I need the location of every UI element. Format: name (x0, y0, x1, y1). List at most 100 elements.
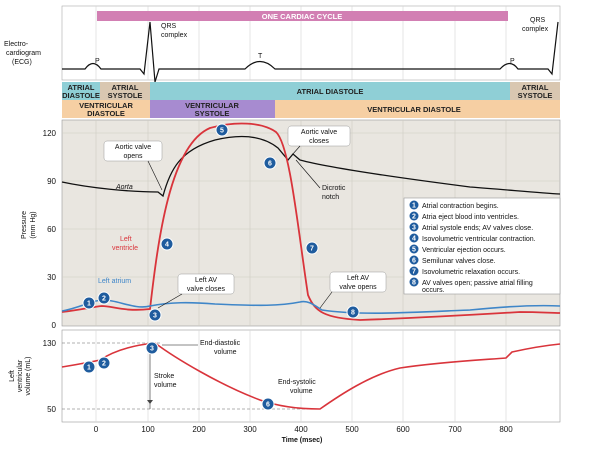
stroke-volume-arrow-down (147, 400, 153, 404)
key-list: 1 Atrial contraction begins. 2 Atria eje… (409, 200, 536, 294)
key-item-8a: AV valves open; passive atrial filling (422, 280, 533, 287)
time-tick-100: 100 (141, 425, 155, 434)
dicrotic-2: notch (322, 194, 339, 201)
key-item-8b: occurs. (422, 287, 445, 294)
pressure-axis-label-2: (mm Hg) (30, 211, 37, 238)
pressure-markers: 1 2 3 4 5 6 7 8 (82, 123, 360, 322)
aortic-opens-pointer (147, 160, 163, 191)
key-item-6: Semilunar valves close. (422, 258, 496, 265)
key-item-5: Ventricular ejection occurs. (422, 247, 506, 254)
dicrotic-pointer (295, 159, 321, 189)
av-closes-1: Left AV (195, 277, 217, 284)
key-box (403, 197, 561, 295)
marker-4: 4 (165, 242, 169, 249)
pressure-tick-30: 30 (47, 273, 56, 282)
key-num-8: 8 (412, 280, 416, 287)
volume-curve (61, 342, 561, 410)
av-opens-pointer (319, 291, 333, 309)
key-item-3: Atrial systole ends; AV valves close. (422, 225, 533, 232)
edv-label-1: End-diastolic (200, 340, 241, 347)
volume-axis-label-3: volume (mL) (25, 357, 32, 396)
volume-axis-label-1: Left (9, 370, 16, 382)
vent-systole-2: SYSTOLE (195, 109, 230, 118)
av-opens-callout (329, 271, 387, 293)
vol-marker-1: 1 (87, 365, 91, 372)
vent-diastole-a-2: DIASTOLE (87, 109, 125, 118)
aortic-opens-1: Aortic valve (115, 144, 151, 151)
atrial-diastole-bar-a (62, 82, 100, 100)
volume-tick-50: 50 (47, 405, 56, 414)
marker-2: 2 (102, 296, 106, 303)
atrial-diastole-a-1: ATRIAL (68, 83, 95, 92)
time-tick-500: 500 (345, 425, 359, 434)
atrial-systole-a-2: SYSTOLE (108, 91, 143, 100)
pressure-axis-label-1: Pressure (21, 211, 28, 239)
key-num-7: 7 (412, 269, 416, 276)
ecg-p2-label: P (510, 58, 515, 65)
vent-systole-1: VENTRICULAR (185, 101, 239, 110)
atrial-systole-b-1: ATRIAL (522, 83, 549, 92)
time-tick-600: 600 (396, 425, 410, 434)
sv-label-1: Stroke (154, 373, 174, 380)
vent-diastole-a-1: VENTRICULAR (79, 101, 133, 110)
av-closes-2: valve closes (187, 286, 226, 293)
ecg-t-label: T (258, 53, 263, 60)
aortic-opens-callout (103, 140, 163, 162)
ecg-label-1: Electro- (4, 41, 29, 48)
left-ventricle-curve (61, 122, 561, 321)
atrial-systole-b-2: SYSTOLE (518, 91, 553, 100)
key-item-7: Isovolumetric relaxation occurs. (422, 269, 520, 276)
aorta-label: Aorta (115, 184, 133, 191)
esv-label-2: volume (290, 388, 313, 395)
pressure-tick-90: 90 (47, 177, 56, 186)
dicrotic-1: Dicrotic (322, 185, 346, 192)
volume-axis-label-2: ventricular (17, 359, 24, 392)
cycle-label: ONE CARDIAC CYCLE (262, 12, 342, 21)
aortic-closes-pointer (291, 145, 301, 156)
ecg-p-label: P (95, 58, 100, 65)
qrs-label-2: complex (161, 32, 188, 39)
time-axis-label: Time (msec) (282, 437, 323, 444)
av-closes-callout (177, 273, 235, 295)
cycle-bar (97, 11, 508, 21)
marker-6: 6 (268, 161, 272, 168)
av-opens-1: Left AV (347, 275, 369, 282)
key-num-5: 5 (412, 247, 416, 254)
vol-marker-3: 3 (150, 346, 154, 353)
marker-7: 7 (310, 246, 314, 253)
pressure-tick-120: 120 (43, 129, 57, 138)
sv-label-2: volume (154, 382, 177, 389)
volume-gridlines (95, 330, 507, 422)
key-item-1: Atrial contraction begins. (422, 203, 499, 210)
atrial-systole-a-1: ATRIAL (112, 83, 139, 92)
key-num-1: 1 (412, 203, 416, 210)
aortic-closes-2: closes (309, 138, 329, 145)
key-num-6: 6 (412, 258, 416, 265)
aortic-opens-2: opens (123, 153, 143, 160)
time-tick-400: 400 (294, 425, 308, 434)
marker-8: 8 (351, 310, 355, 317)
vent-systole-bar (150, 100, 275, 118)
time-tick-700: 700 (448, 425, 462, 434)
atrial-diastole-a-2: DIASTOLE (62, 91, 100, 100)
time-tick-200: 200 (192, 425, 206, 434)
left-ventricle-label-2: ventricle (112, 245, 138, 252)
av-opens-2: valve opens (339, 284, 377, 291)
key-item-4: Isovolumetric ventricular contraction. (422, 236, 536, 243)
volume-tick-130: 130 (43, 339, 57, 348)
time-tick-0: 0 (94, 425, 99, 434)
aortic-closes-callout (287, 125, 351, 147)
vent-diastole-bar-a (62, 100, 150, 118)
time-tick-300: 300 (243, 425, 257, 434)
edv-label-2: volume (214, 349, 237, 356)
qrs-label-1: QRS (161, 23, 177, 30)
qrs2-label-1: QRS (530, 17, 546, 24)
time-tick-800: 800 (499, 425, 513, 434)
key-num-2: 2 (412, 214, 416, 221)
ecg-label-2: cardiogram (6, 50, 41, 57)
vent-diastole-b-label: VENTRICULAR DIASTOLE (367, 105, 461, 114)
aorta-curve (61, 135, 561, 198)
key-num-4: 4 (412, 236, 416, 243)
pressure-tick-0: 0 (52, 321, 57, 330)
